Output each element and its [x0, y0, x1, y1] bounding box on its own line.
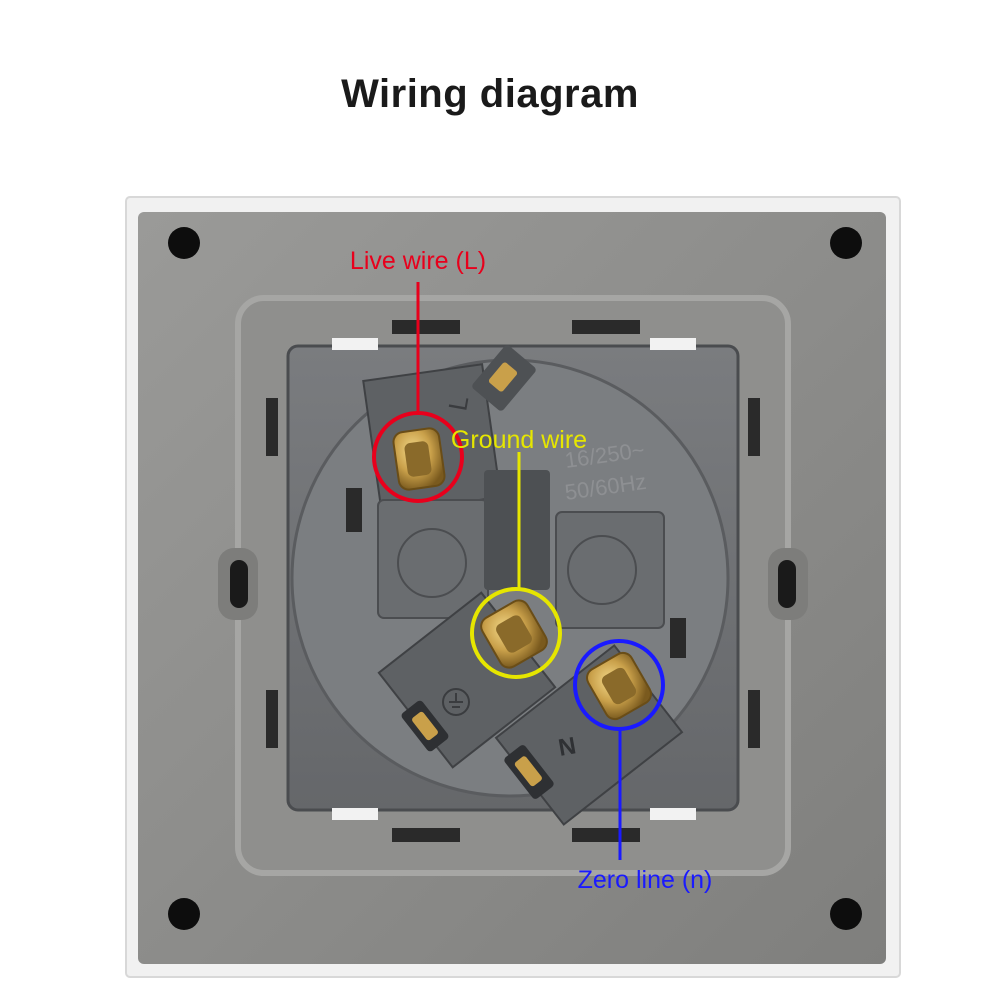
zero-line-callout: [573, 639, 665, 860]
terminal-n-mark: N: [556, 732, 578, 762]
frame-clip: [266, 690, 278, 748]
frame-clip: [748, 690, 760, 748]
live-wire-label: Live wire (L): [350, 247, 486, 275]
live-wire-callout: [372, 282, 464, 503]
frame-clip: [392, 320, 460, 334]
clamp-screw: [514, 756, 542, 787]
ground-symbol-icon: [442, 688, 470, 716]
housing-tab: [650, 338, 696, 350]
ground-wire-label: Ground wire: [451, 426, 587, 454]
zero-line-label: Zero line (n): [578, 866, 713, 894]
frame-clip: [392, 828, 460, 842]
frame-clip: [572, 828, 640, 842]
housing-slot: [670, 618, 686, 658]
terminal-screw-cover: [567, 535, 637, 605]
mounting-slot: [230, 560, 248, 608]
housing-tab: [332, 338, 378, 350]
clamp-screw: [412, 711, 438, 741]
frame-clip: [266, 398, 278, 456]
frame-clip: [748, 398, 760, 456]
ground-wire-callout: [470, 452, 562, 679]
ground-terminal: [480, 599, 548, 669]
ground-post: [484, 470, 550, 590]
mounting-slot: [778, 560, 796, 608]
terminal-screw-cover: [397, 528, 467, 598]
terminal-l-mark: L: [442, 394, 474, 413]
zero-terminal: [586, 651, 652, 721]
housing-tab: [650, 808, 696, 820]
screw-hole-icon: [168, 898, 200, 930]
diagram-title: Wiring diagram: [341, 72, 639, 116]
screw-hole-icon: [830, 898, 862, 930]
screw-hole-icon: [830, 227, 862, 259]
screw-hole-icon: [168, 227, 200, 259]
housing-tab: [332, 808, 378, 820]
clamp-screw: [488, 362, 518, 392]
frame-clip: [572, 320, 640, 334]
housing-slot: [346, 488, 362, 532]
live-terminal: [392, 427, 446, 491]
